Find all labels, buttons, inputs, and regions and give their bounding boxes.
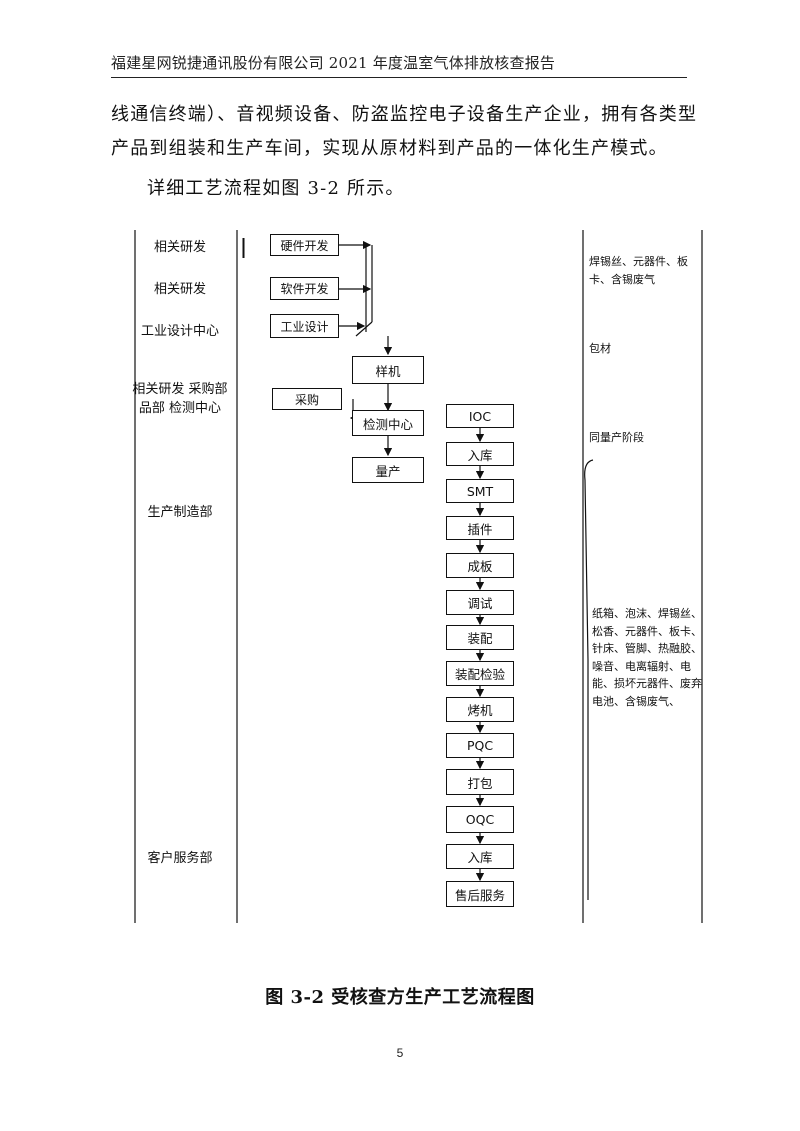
step-ioc: IOC [446, 404, 514, 428]
step-oqc: OQC [446, 806, 514, 833]
paragraph-1: 线通信终端）、音视频设备、防盗监控电子设备生产企业，拥有各类型产品到组装和生产车… [111, 104, 698, 159]
note-packaging: 包材 [589, 342, 611, 355]
box-purchase: 采购 [272, 388, 342, 410]
step-assembly-inspection: 装配检验 [446, 661, 514, 686]
step-debug: 调试 [446, 590, 514, 615]
page-number: 5 [396, 1046, 404, 1060]
step-warehouse-in-final: 入库 [446, 844, 514, 869]
note-dev-stage: 焊锡丝、元器件、板卡、含锡废气 [589, 255, 688, 286]
dept-label-customer-service: 客户服务部 [147, 851, 213, 866]
note-mass-stage: 同量产阶段 [589, 431, 644, 444]
box-industrial-design: 工业设计 [270, 314, 339, 338]
step-pqc: PQC [446, 733, 514, 758]
step-packing: 打包 [446, 769, 514, 795]
box-hardware-dev: 硬件开发 [270, 234, 339, 256]
dept-label-industrial-design: 工业设计中心 [140, 324, 219, 339]
figure-caption: 图 3-2 受核查方生产工艺流程图 [265, 987, 535, 1008]
dept-label-rd-purchase-testing: 相关研发 采购部品部 检测中心 [132, 382, 228, 416]
step-burn-in: 烤机 [446, 697, 514, 722]
step-smt: SMT [446, 479, 514, 503]
step-warehouse-in: 入库 [446, 442, 514, 466]
step-after-sales: 售后服务 [446, 881, 514, 907]
box-software-dev: 软件开发 [270, 277, 339, 300]
box-prototype: 样机 [352, 356, 424, 384]
paragraph-2: 详细工艺流程如图 3-2 所示。 [147, 178, 405, 199]
header-rule [111, 77, 687, 78]
dept-label-manufacturing: 生产制造部 [147, 505, 213, 520]
note-manufacturing: 纸箱、泡沫、焊锡丝、松香、元器件、板卡、针床、管脚、热融胶、噪音、电离辐射、电能… [592, 607, 702, 708]
box-mass-production: 量产 [352, 457, 424, 483]
dept-label-software: 相关研发 [153, 282, 206, 297]
step-assembly: 装配 [446, 625, 514, 650]
box-testing-center: 检测中心 [352, 410, 424, 436]
page-header: 福建星网锐捷通讯股份有限公司 2021 年度温室气体排放核查报告 [111, 54, 556, 72]
step-insertion: 插件 [446, 516, 514, 540]
step-board: 成板 [446, 553, 514, 578]
dept-label-hardware: 相关研发 [153, 240, 206, 255]
